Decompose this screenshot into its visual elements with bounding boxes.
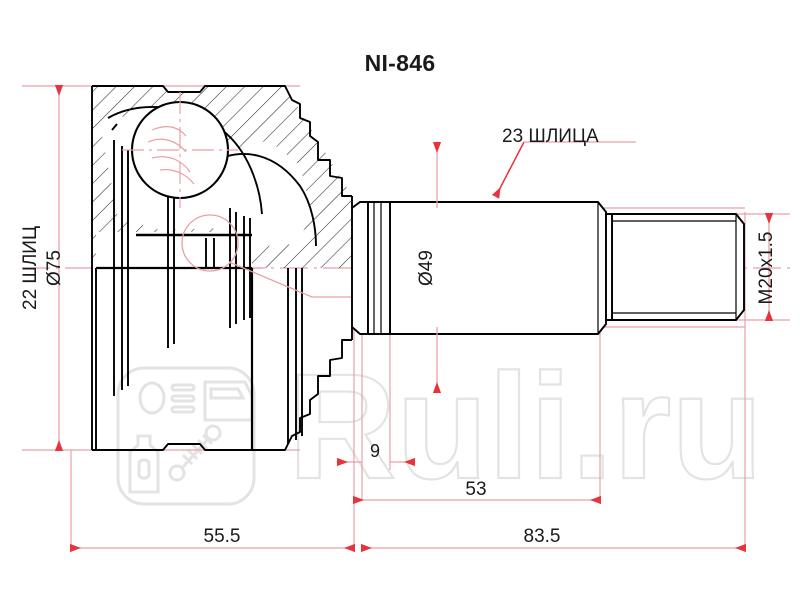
label-inner-spline: 22 ШЛИЦ (20, 226, 41, 310)
cv-joint-body (91, 85, 364, 451)
label-shaft-diameter: Ø49 (416, 250, 437, 286)
shock-absorber-icon (168, 424, 222, 482)
shaft-groove (367, 201, 391, 335)
shaft-collar (351, 201, 369, 335)
label-inner-diameter: Ø75 (44, 250, 65, 286)
oil-bottle-icon (128, 434, 160, 494)
ball-bearing (122, 92, 238, 208)
dim-label-spline-length: 53 (465, 479, 486, 500)
race-edge-a (111, 123, 118, 131)
watermark: Ruli.ru (116, 341, 764, 511)
shaft-detail-lines (373, 202, 737, 334)
splined-shaft (351, 201, 745, 335)
race-arc-upper-2 (211, 153, 317, 247)
dim-label-body-length: 55.5 (204, 526, 241, 547)
dim-label-groove-width: 9 (370, 441, 380, 461)
watermark-text: Ruli.ru (288, 342, 763, 510)
thread-root-step (605, 213, 613, 321)
thread-body (611, 213, 745, 321)
label-thread: M20x1.5 (756, 232, 777, 305)
drawing-labels: 22 ШЛИЦ Ø75 23 ШЛИЦА Ø49 M20x1.5 9 53 55… (20, 126, 777, 547)
dimension-arrows (54, 85, 774, 553)
outline-lower-outer (92, 339, 352, 451)
outline-upper-outer (92, 85, 352, 197)
headlight-icon (138, 381, 196, 415)
car-door-icon (203, 380, 254, 422)
label-outer-spline: 23 ШЛИЦА (502, 126, 599, 147)
leader-line-23-spline (491, 141, 525, 199)
page-title: NI-846 (364, 50, 436, 76)
dim-label-shaft-length: 83.5 (524, 526, 561, 547)
watermark-badge-icon (116, 366, 256, 506)
